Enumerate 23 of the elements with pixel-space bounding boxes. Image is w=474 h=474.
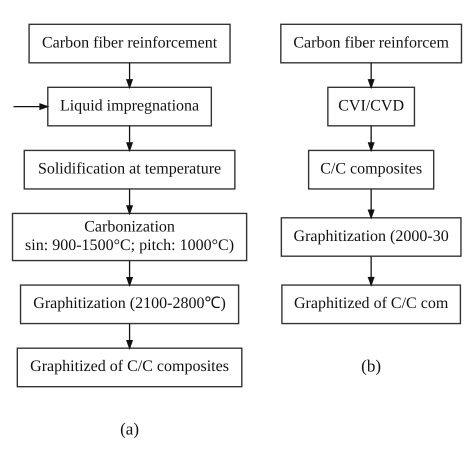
node-box: Graphitization (2000-30 <box>280 217 462 257</box>
arrow <box>368 189 375 220</box>
label: (b) <box>361 356 382 376</box>
arrow <box>14 103 50 110</box>
node-box: Graphitization (2100-2800℃) <box>20 284 240 324</box>
node-box: C/C composites <box>308 150 434 190</box>
arrow <box>126 126 134 152</box>
node-box: Solidification at temperature <box>24 150 236 190</box>
arrow <box>126 62 134 90</box>
node-box: Graphitized of C/C composites <box>16 347 242 388</box>
arrow <box>126 260 134 288</box>
arrow <box>368 126 375 152</box>
arrow <box>126 324 134 350</box>
arrow <box>368 62 375 90</box>
label: (a) <box>120 420 140 439</box>
node-box: Liquid impregnationa <box>47 86 212 127</box>
node-box: Carbon fiber reinforcem <box>280 24 462 64</box>
node-box: Graphitized of C/C com <box>281 284 462 324</box>
arrow <box>126 189 134 216</box>
node-box: Carbonization sin: 900-1500°C; pitch: 1000°C) <box>12 212 248 262</box>
node-box: CVI/CVD <box>327 86 416 127</box>
node-box: Carbon fiber reinforcement <box>28 24 231 64</box>
arrow <box>368 256 375 287</box>
